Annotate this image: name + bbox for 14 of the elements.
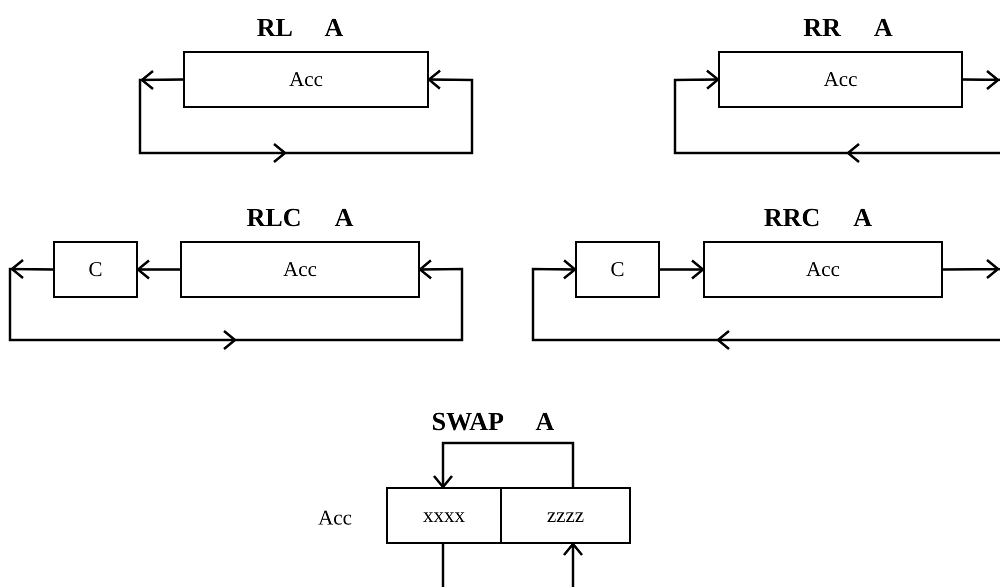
- register-box: Acc: [180, 241, 420, 298]
- instruction-title: RR A: [803, 15, 893, 41]
- register-label: Acc: [318, 508, 352, 528]
- instruction-title: RL A: [256, 15, 344, 41]
- register-box: xxxx: [386, 487, 502, 544]
- register-box: zzzz: [500, 487, 631, 544]
- register-box: C: [575, 241, 660, 298]
- register-box: Acc: [718, 51, 963, 108]
- instruction-title: RRC A: [764, 205, 872, 231]
- instruction-title: RLC A: [246, 205, 354, 231]
- instruction-title: SWAP A: [432, 409, 554, 435]
- register-box: Acc: [183, 51, 429, 108]
- register-box: C: [53, 241, 138, 298]
- register-box: Acc: [703, 241, 943, 298]
